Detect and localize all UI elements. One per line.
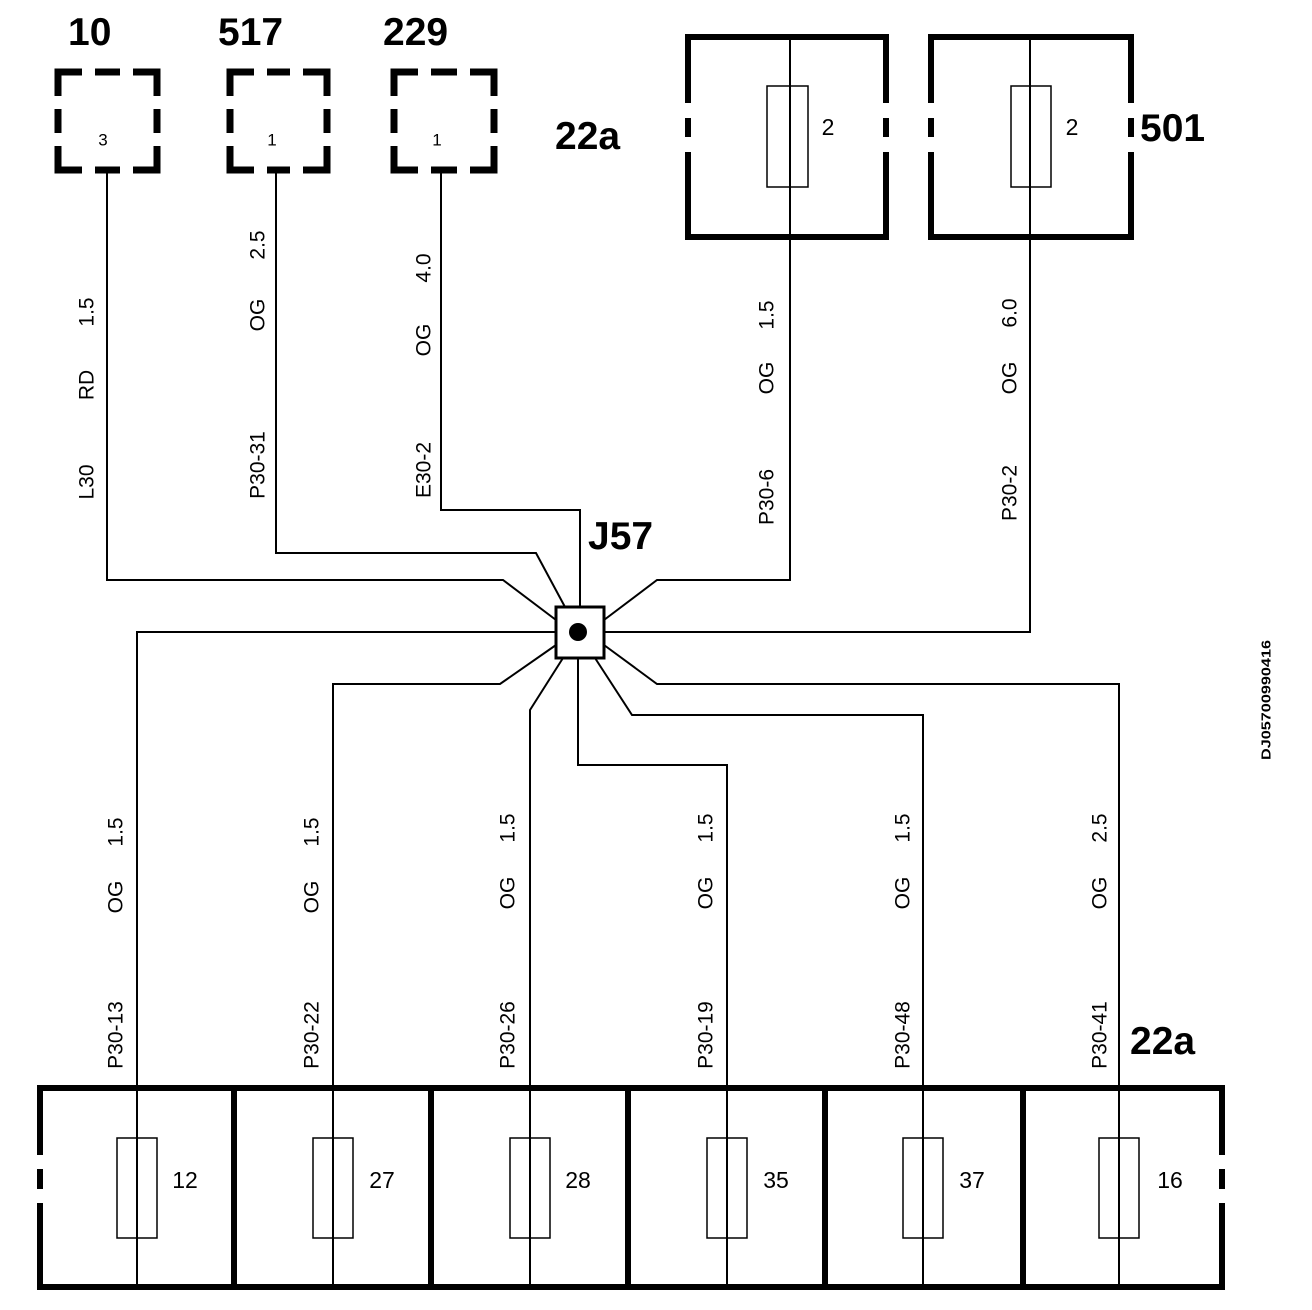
module-229-pin: 1 — [432, 131, 441, 150]
bottom-location-label: 22a — [1130, 1020, 1195, 1063]
fuse-cell-28: 28 — [509, 1137, 591, 1239]
wire-labels-l30: 1.5 RD L30 — [76, 297, 99, 499]
fuse-element — [116, 1137, 158, 1239]
fuse-cell-16: 16 — [1098, 1137, 1183, 1239]
wire-p30-41 — [603, 644, 1120, 1287]
wire-color: OG — [756, 362, 779, 395]
wire-l30 — [106, 170, 557, 621]
splice-dot — [569, 623, 587, 641]
wire-circuit: P30-31 — [247, 431, 270, 499]
module-10-label: 10 — [68, 11, 111, 54]
wire-color: OG — [247, 299, 270, 332]
wire-color: OG — [301, 881, 324, 914]
wire-size: 1.5 — [892, 813, 915, 842]
fuse-cell-12: 12 — [116, 1137, 198, 1239]
wire-size: 2.5 — [247, 230, 270, 259]
wire-e30-2 — [440, 170, 581, 607]
fuse-element — [312, 1137, 354, 1239]
fuse-element — [1098, 1137, 1140, 1239]
wire-size: 1.5 — [105, 817, 128, 846]
wire-color: OG — [497, 877, 520, 910]
fuse-number: 12 — [172, 1167, 198, 1193]
wire-color: RD — [76, 370, 99, 400]
fuse-element — [1010, 85, 1052, 188]
wire-labels-p30-13: 1.5 OG P30-13 — [105, 817, 128, 1068]
wire-size: 2.5 — [1089, 813, 1112, 842]
wire-p30-19 — [577, 658, 728, 1287]
fuse-number: 2 — [1066, 114, 1079, 140]
bottom-fuse-block — [37, 1085, 1225, 1290]
wire-color: OG — [105, 881, 128, 914]
fuse-box-number: 501 — [1140, 107, 1205, 150]
fuse-number: 2 — [822, 114, 835, 140]
wire-color: OG — [999, 362, 1022, 395]
fuse-number: 37 — [959, 1167, 985, 1193]
document-id: DJ05700990416 — [1259, 640, 1274, 760]
junction-label: J57 — [588, 515, 653, 558]
wire-size: 1.5 — [301, 817, 324, 846]
wire-circuit: L30 — [76, 464, 99, 499]
module-229-box: 1 — [390, 68, 498, 174]
wire-color: OG — [695, 877, 718, 910]
fuse-element — [766, 85, 809, 188]
wire-labels-p30-19: 1.5 OG P30-19 — [695, 813, 718, 1068]
wire-size: 4.0 — [413, 253, 436, 282]
wire-p30-48 — [594, 657, 924, 1287]
wire-size: 1.5 — [76, 297, 99, 326]
wire-color: OG — [413, 324, 436, 357]
wire-circuit: P30-26 — [497, 1001, 520, 1069]
wire-size: 1.5 — [497, 813, 520, 842]
wire-labels-p30-41: 2.5 OG P30-41 — [1089, 813, 1112, 1068]
wire-size: 6.0 — [999, 298, 1022, 327]
wire-p30-22 — [332, 644, 557, 1287]
wire-labels-e30-2: 4.0 OG E30-2 — [413, 253, 436, 498]
wire-p30-13 — [136, 631, 556, 1287]
splice-junction — [554, 605, 606, 660]
wire-labels-p30-6: 1.5 OG P30-6 — [756, 300, 779, 525]
wire-circuit: P30-41 — [1089, 1001, 1112, 1069]
top-fuse-box-1 — [685, 34, 889, 240]
module-517-pin: 1 — [267, 131, 276, 150]
fuse-element — [902, 1137, 944, 1239]
fuse-element — [706, 1137, 748, 1239]
module-517-box: 1 — [226, 68, 331, 174]
wire-p30-31 — [275, 170, 566, 608]
wire-color: OG — [1089, 877, 1112, 910]
fuse-number: 28 — [565, 1167, 591, 1193]
wire-labels-p30-31: 2.5 OG P30-31 — [247, 230, 270, 498]
wire-labels-p30-22: 1.5 OG P30-22 — [301, 817, 324, 1068]
wire-labels-p30-48: 1.5 OG P30-48 — [892, 813, 915, 1068]
wire-labels-p30-26: 1.5 OG P30-26 — [497, 813, 520, 1068]
fuse-cell-37: 37 — [902, 1137, 985, 1239]
top-location-label: 22a — [555, 115, 620, 158]
wire-p30-2 — [604, 37, 1031, 633]
wire-circuit: P30-22 — [301, 1001, 324, 1069]
module-10-pin: 3 — [98, 131, 107, 150]
fuse-number: 27 — [369, 1167, 395, 1193]
module-229-label: 229 — [383, 11, 448, 54]
wire-circuit: E30-2 — [413, 442, 436, 498]
wire-p30-26 — [529, 657, 564, 1287]
wire-color: OG — [892, 877, 915, 910]
wire-size: 1.5 — [756, 300, 779, 329]
wire-circuit: P30-6 — [756, 469, 779, 525]
wire-p30-6 — [603, 37, 791, 621]
wire-labels-p30-2: 6.0 OG P30-2 — [999, 298, 1022, 521]
fuse-number: 35 — [763, 1167, 789, 1193]
fuse-number: 16 — [1157, 1167, 1183, 1193]
fuse-element — [509, 1137, 551, 1239]
wire-circuit: P30-48 — [892, 1001, 915, 1069]
fuse-cell-27: 27 — [312, 1137, 395, 1239]
module-10-box: 3 — [54, 68, 161, 174]
wire-size: 1.5 — [695, 813, 718, 842]
wire-circuit: P30-2 — [999, 465, 1022, 521]
module-517-label: 517 — [218, 11, 283, 54]
wire-circuit: P30-13 — [105, 1001, 128, 1069]
fuse-cell-35: 35 — [706, 1137, 789, 1239]
wire-circuit: P30-19 — [695, 1001, 718, 1069]
